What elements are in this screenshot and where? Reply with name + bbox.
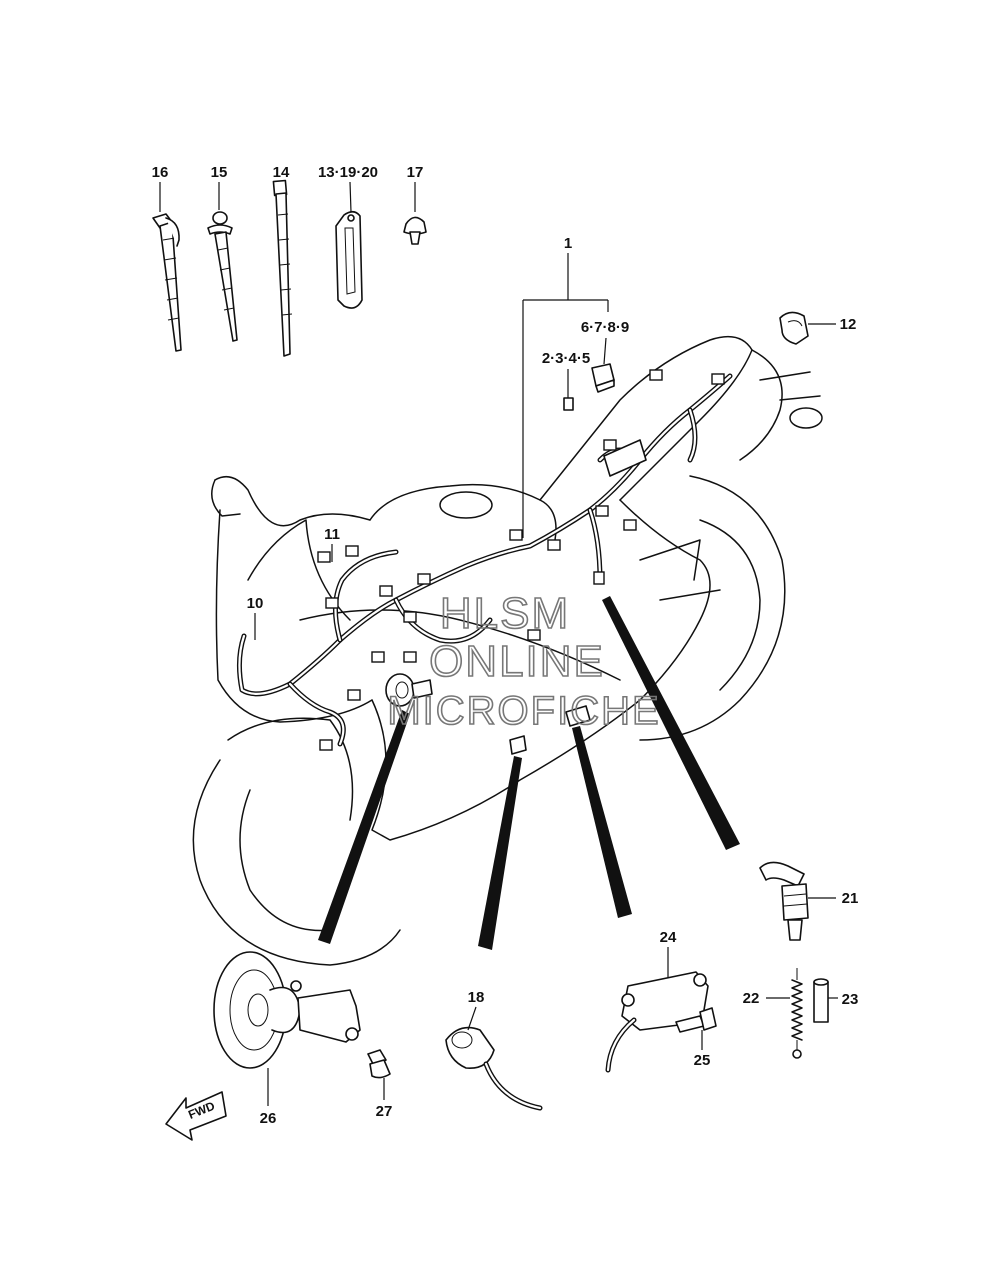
- part-15-rivet-tie: [207, 211, 238, 342]
- callout-13-19-20: 13·19·20: [318, 164, 378, 181]
- callout-25: 25: [694, 1052, 711, 1069]
- part-13-19-20-band: [335, 210, 363, 309]
- part-27-bolt: [367, 1049, 391, 1079]
- callout-12: 12: [840, 316, 857, 333]
- watermark-line-1: HLSM: [440, 589, 570, 638]
- pointer-wedges: [318, 596, 740, 950]
- callout-2-3-4-5: 2·3·4·5: [542, 350, 590, 367]
- callout-10: 10: [247, 595, 264, 612]
- part-6-7-8-9-relay: [591, 363, 615, 393]
- callout-11: 11: [324, 526, 340, 543]
- sensor-18-mounted: [509, 735, 527, 755]
- part-26-horn: [213, 951, 361, 1069]
- part-18-sensor: [445, 1026, 543, 1111]
- horn-mounted: [385, 673, 433, 707]
- part-14-cable-tie: [272, 179, 293, 357]
- part-22-spring: [791, 968, 803, 1059]
- callout-15: 15: [211, 164, 228, 181]
- part-2-3-4-5-fuse: [563, 397, 574, 411]
- watermark-line-2: ONLINE: [429, 637, 605, 686]
- callout-26: 26: [260, 1110, 277, 1127]
- switch-24-mounted: [565, 705, 591, 727]
- part-12-clamp: [779, 311, 809, 345]
- part-25-bolt: [675, 1007, 717, 1033]
- motorcycle-outline: [192, 335, 823, 966]
- callout-22: 22: [743, 990, 760, 1007]
- part-21-switch: [759, 861, 809, 941]
- callout-23: 23: [842, 991, 859, 1008]
- part-17-clip: [403, 216, 427, 245]
- watermark: HLSM ONLINE MICROFICHE: [387, 588, 660, 734]
- callout-17: 17: [407, 164, 424, 181]
- part-10-main-harness: [236, 369, 733, 751]
- part-23-pin: [813, 978, 829, 1023]
- callout-27: 27: [376, 1103, 393, 1120]
- watermark-line-3: MICROFICHE: [387, 689, 660, 733]
- callout-14: 14: [273, 164, 290, 181]
- callout-1: 1: [564, 235, 572, 252]
- callout-16: 16: [152, 164, 169, 181]
- part-16-cable-tie: [152, 213, 182, 352]
- callout-24: 24: [660, 929, 677, 946]
- callout-18: 18: [468, 989, 485, 1006]
- callout-21: 21: [842, 890, 859, 907]
- forward-arrow-icon: FWD: [165, 1091, 227, 1141]
- callout-6-7-8-9: 6·7·8·9: [581, 319, 629, 336]
